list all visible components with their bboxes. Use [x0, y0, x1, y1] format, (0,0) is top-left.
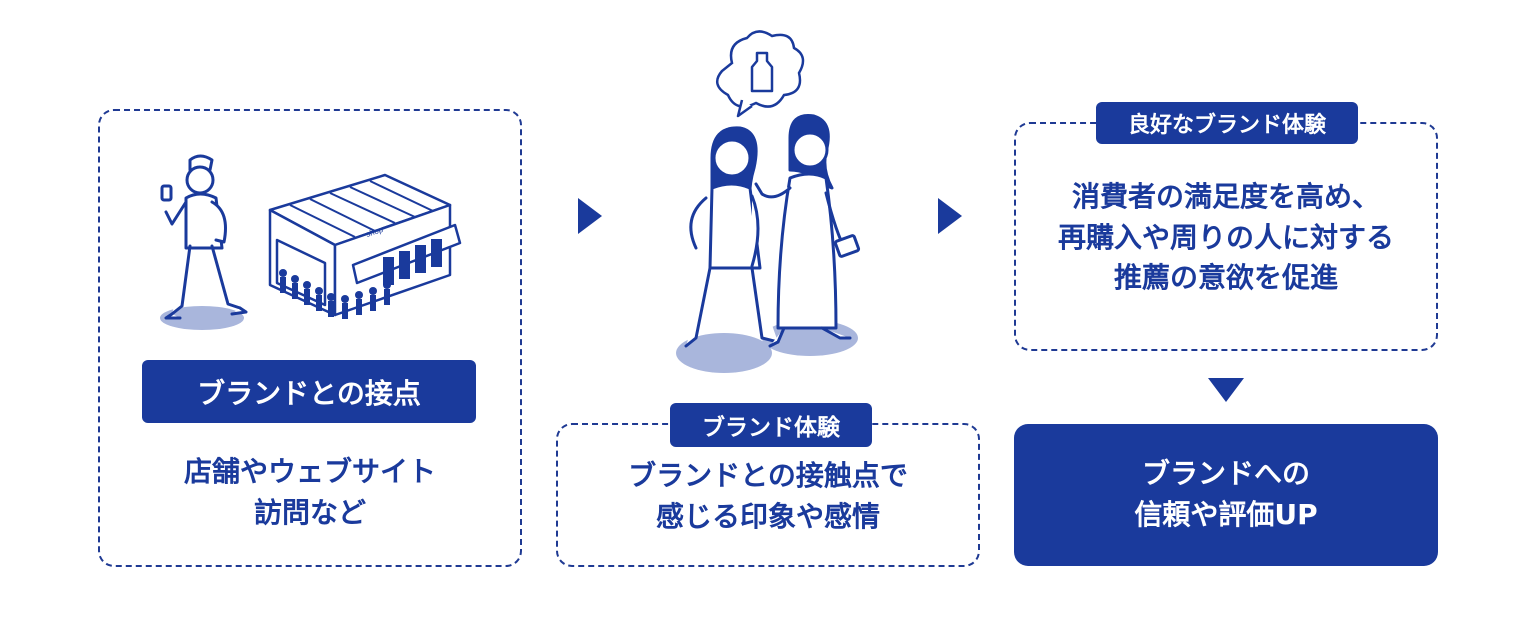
brand-experience-label: ブランド体験 [670, 403, 872, 447]
good-brand-desc-line2: 再購入や周りの人に対する [1057, 220, 1394, 254]
brand-experience-desc-line2: 感じる印象や感情 [655, 499, 880, 533]
shop-building-illustration: shop [268, 173, 462, 319]
brand-experience-description: ブランドとの接触点で 感じる印象や感情 [566, 456, 970, 537]
touchpoint-panel [98, 109, 522, 567]
touchpoint-description: 店舗やウェブサイト 訪問など [108, 452, 512, 533]
good-brand-experience-description: 消費者の満足度を高め、 再購入や周りの人に対する 推薦の意欲を促進 [1024, 177, 1428, 299]
two-people-walking-illustration [676, 30, 861, 373]
touchpoint-desc-line1: 店舗やウェブサイト [183, 455, 436, 488]
arrow-right-icon [578, 198, 602, 234]
result-line2: 信頼や評価UP [1134, 498, 1318, 531]
arrow-right-icon [938, 198, 962, 234]
good-brand-experience-label: 良好なブランド体験 [1096, 102, 1358, 144]
good-brand-desc-line3: 推薦の意欲を促進 [1113, 261, 1338, 295]
touchpoint-label: ブランドとの接点 [142, 360, 476, 423]
arrow-down-icon [1208, 378, 1244, 402]
touchpoint-desc-line2: 訪問など [253, 495, 366, 529]
walking-person-illustration [160, 154, 248, 330]
good-brand-desc-line1: 消費者の満足度を高め、 [1071, 180, 1380, 213]
brand-experience-desc-line1: ブランドとの接触点で [628, 459, 908, 492]
result-line1: ブランドへの [1141, 457, 1310, 491]
trust-result-box: ブランドへの 信頼や評価UP [1014, 424, 1438, 566]
